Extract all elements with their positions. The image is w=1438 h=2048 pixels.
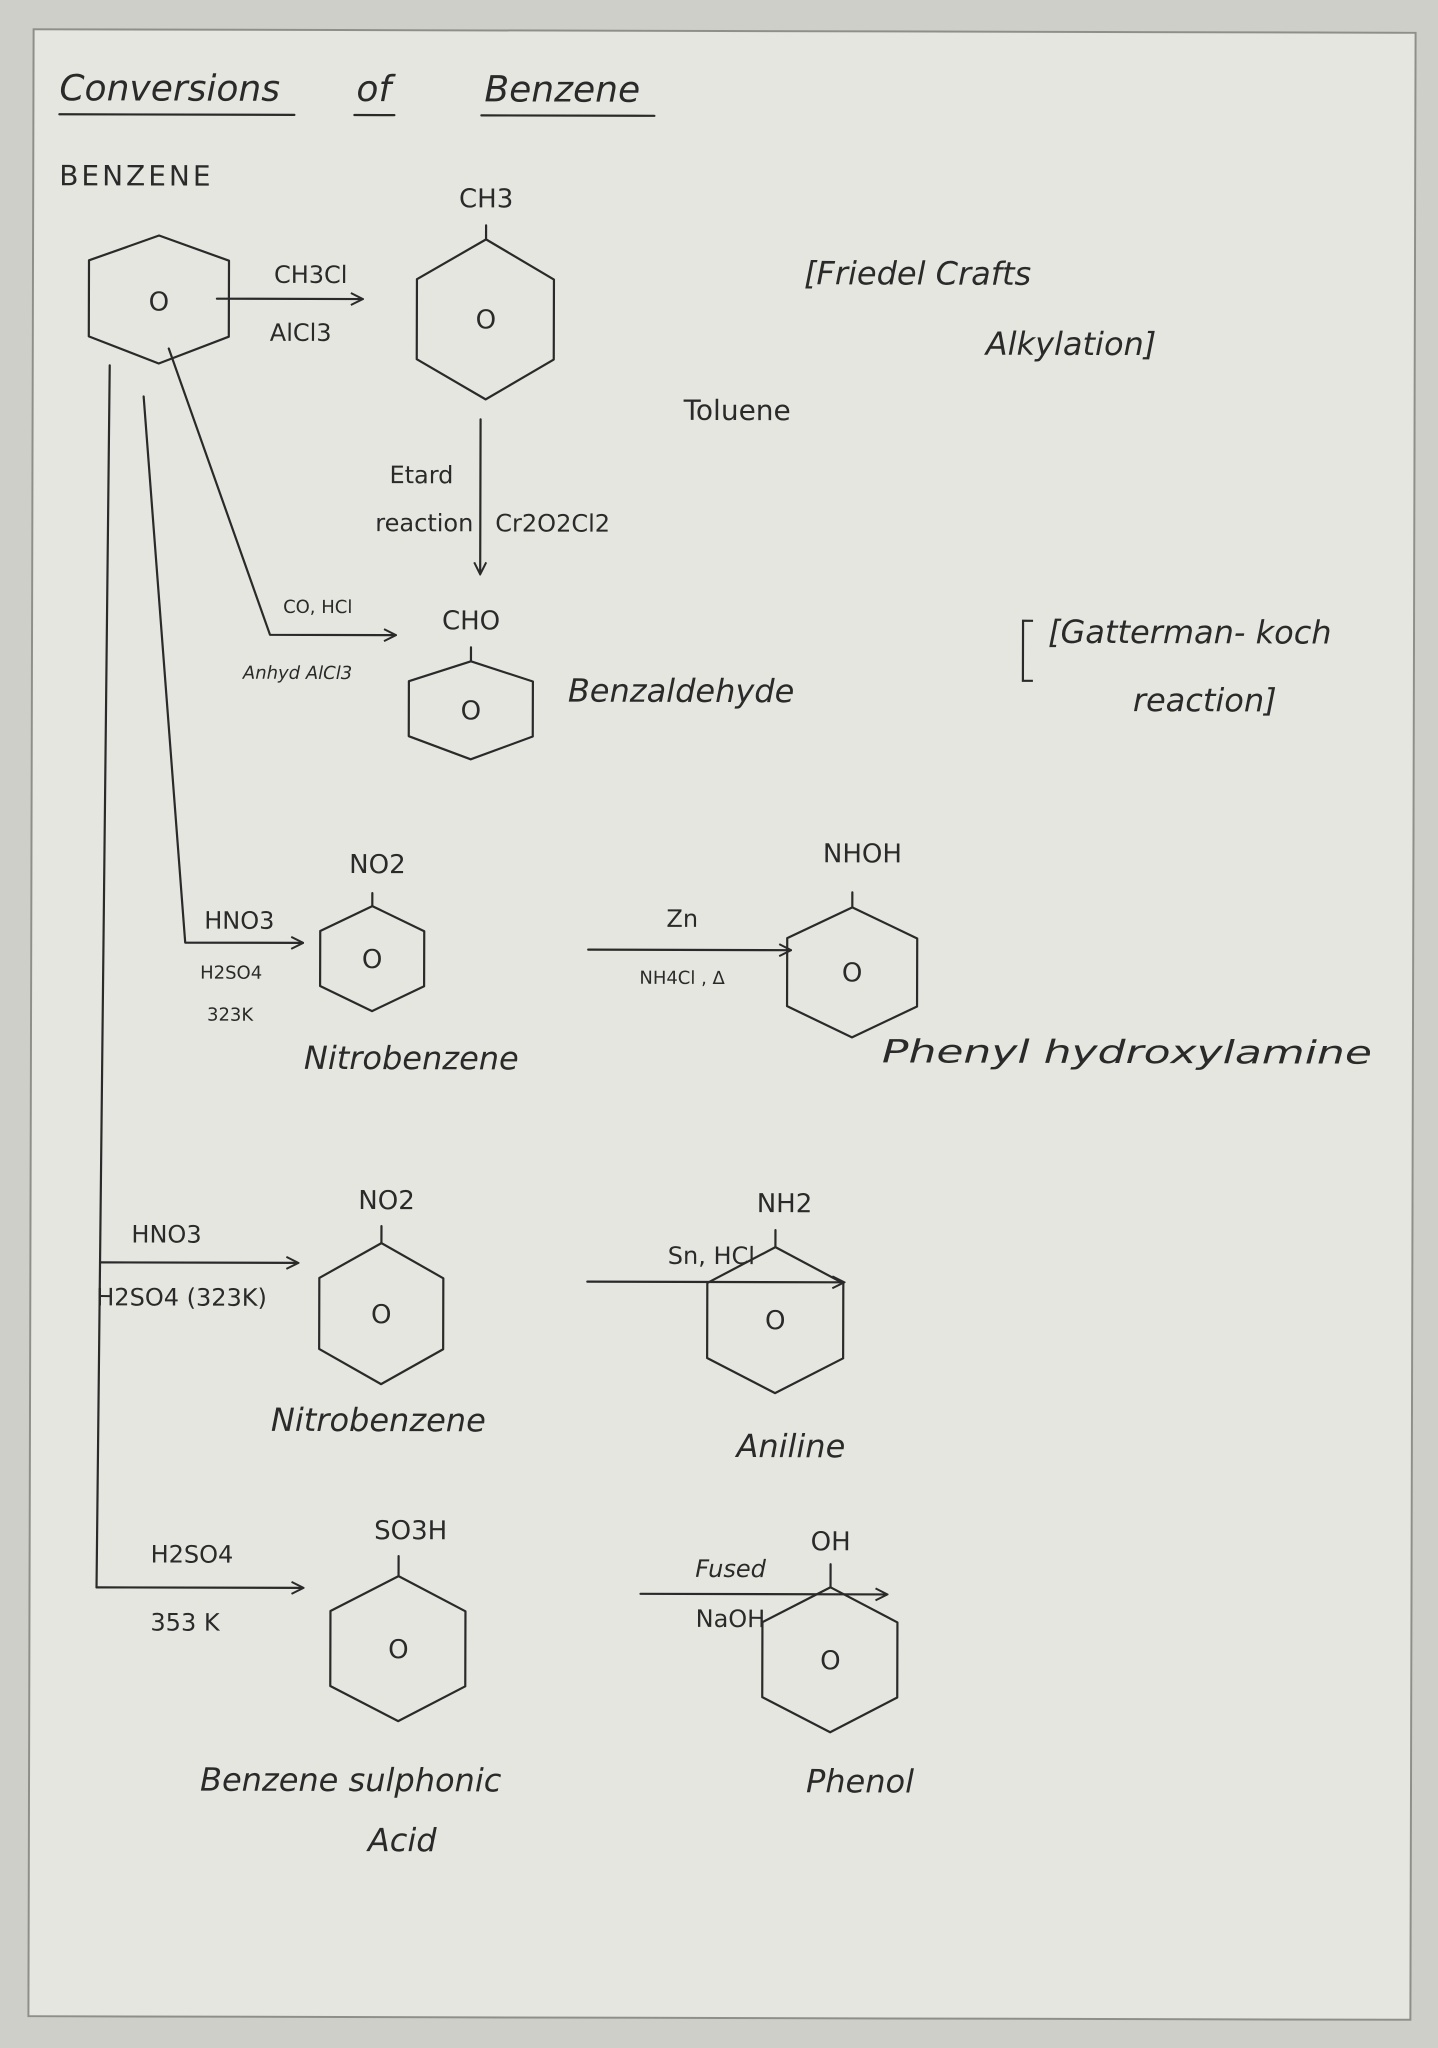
zn-reagent-bottom: NH4Cl , Δ — [639, 968, 725, 989]
toluene-group: CH3 — [459, 184, 513, 214]
sn-reagent: Sn, HCl — [668, 1242, 755, 1270]
phenol-name: Phenol — [806, 1762, 914, 1800]
nitration-2-reagent-top: HNO3 — [131, 1220, 201, 1248]
title-word-1: Conversions — [59, 68, 280, 110]
nitration-2-reagent-bottom: H2SO4 (323K) — [96, 1283, 267, 1311]
main-vertical-line — [95, 364, 111, 1589]
sulphonic-acid-name-2: Acid — [366, 1821, 437, 1859]
phenol-ring — [761, 1586, 899, 1734]
benzaldehyde-group: CHO — [442, 606, 500, 636]
paper-sheet: Conversions of Benzene BENZENE O O O O O… — [27, 28, 1417, 2021]
benzene-ring-marker: O — [149, 287, 170, 317]
nitrobenzene-2-group: NO2 — [358, 1186, 415, 1216]
nitrobenzene-ring-1 — [318, 904, 426, 1013]
toluene-ring — [415, 238, 556, 401]
phenol-group: OH — [811, 1527, 851, 1557]
benzene-ring — [87, 234, 231, 365]
benzene-label: BENZENE — [59, 159, 213, 192]
phenol-ring-marker: O — [820, 1646, 841, 1676]
toluene-reagent-bottom: AlCl3 — [270, 319, 332, 347]
gatterman-note-1: [Gatterman- koch — [1048, 613, 1332, 652]
sulphonic-acid-ring — [329, 1575, 467, 1723]
aniline-ring-marker: O — [765, 1306, 786, 1336]
phenylhydroxylamine-group: NHOH — [823, 839, 902, 869]
nitrobenzene-1-ring-marker: O — [362, 945, 383, 975]
zn-reagent-top: Zn — [666, 905, 698, 933]
sulphonic-acid-name-1: Benzene sulphonic — [200, 1761, 502, 1800]
nitration-1-reagent-bottom: 323K — [207, 1005, 254, 1026]
title-word-2: of — [356, 69, 396, 110]
nitrobenzene-ring-2 — [318, 1242, 445, 1386]
sulphonic-acid-ring-marker: O — [388, 1635, 409, 1665]
arrow-nitration-1 — [142, 395, 303, 942]
arrow-nitration-2 — [100, 1262, 297, 1263]
friedel-crafts-note-1: [Friedel Crafts — [804, 254, 1031, 293]
benzaldehyde-reagent-bottom: Anhyd AlCl3 — [242, 663, 352, 684]
aniline-name: Aniline — [734, 1427, 845, 1465]
title-word-3: Benzene — [484, 69, 640, 110]
nitration-1-reagent-top: HNO3 — [204, 907, 274, 935]
benzaldehyde-reagent-top: CO, HCl — [283, 597, 352, 618]
aniline-group: NH2 — [757, 1189, 813, 1219]
phenylhydroxylamine-ring-marker: O — [842, 958, 863, 988]
etard-left-1: Etard — [389, 461, 453, 489]
etard-left-2: reaction — [375, 509, 473, 537]
nitrobenzene-2-ring-marker: O — [371, 1300, 392, 1330]
gatterman-note-2: reaction] — [1133, 681, 1277, 719]
sulphonation-reagent-top: H2SO4 — [151, 1541, 234, 1569]
arrow-gatterman-koch — [167, 347, 396, 636]
toluene-ring-marker: O — [476, 305, 497, 335]
nitrobenzene-1-group: NO2 — [349, 850, 406, 880]
toluene-name: Toluene — [683, 394, 791, 427]
phenylhydroxylamine-name: Phenyl hydroxylamine — [882, 1032, 1372, 1071]
phenylhydroxylamine-ring — [785, 906, 919, 1039]
arrow-zn-reduction — [587, 950, 790, 951]
benzaldehyde-name: Benzaldehyde — [568, 672, 795, 711]
fused-reagent-bottom: NaOH — [696, 1605, 766, 1633]
nitrobenzene-1-name: Nitrobenzene — [304, 1039, 519, 1078]
nitrobenzene-2-name: Nitrobenzene — [271, 1401, 486, 1440]
gatterman-bracket — [1021, 619, 1034, 682]
etard-reagent: Cr2O2Cl2 — [495, 509, 610, 537]
arrow-sulphonation — [95, 1587, 303, 1588]
fused-reagent-top: Fused — [695, 1555, 766, 1583]
arrow-fused-naoh — [639, 1594, 887, 1595]
conversion-diagram: Conversions of Benzene BENZENE O O O O O… — [58, 68, 1372, 1859]
toluene-reagent-top: CH3Cl — [274, 261, 348, 289]
friedel-crafts-note-2: Alkylation] — [984, 325, 1157, 363]
benzaldehyde-ring-marker: O — [461, 696, 482, 726]
benzaldehyde-ring — [407, 660, 534, 761]
nitration-1-reagent-mid: H2SO4 — [200, 963, 262, 984]
sulphonation-reagent-bottom: 353 K — [150, 1609, 221, 1637]
sulphonic-acid-group: SO3H — [374, 1516, 447, 1546]
arrow-sn-reduction — [586, 1282, 843, 1283]
title-underline-1 — [58, 113, 296, 116]
